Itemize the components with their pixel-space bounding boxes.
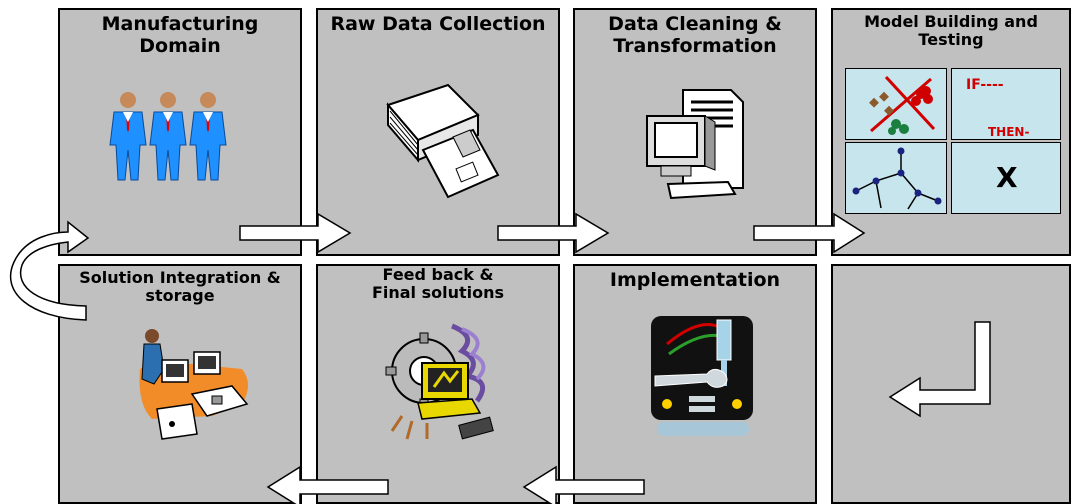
rule-pane: IF---- THEN- bbox=[951, 68, 1061, 140]
step-title: Manufacturing Domain bbox=[101, 13, 259, 57]
step-implementation: Implementation bbox=[573, 264, 817, 504]
arrow-return bbox=[888, 321, 991, 418]
people-icon bbox=[109, 91, 227, 181]
floppy-disk-icon bbox=[386, 83, 500, 199]
step-manufacturing-domain: Manufacturing Domain bbox=[58, 8, 302, 256]
computer-document-icon bbox=[646, 89, 744, 200]
step-data-cleaning: Data Cleaning & Transformation bbox=[573, 8, 817, 256]
arrow-right-1 bbox=[239, 212, 352, 254]
step-model-building: Model Building and Testing IF---- THEN- bbox=[831, 8, 1071, 256]
cluster-icon bbox=[869, 75, 936, 135]
then-text: THEN- bbox=[988, 125, 1030, 139]
step-empty bbox=[831, 264, 1071, 504]
arrow-right-3 bbox=[753, 212, 866, 254]
gear-computer-icon bbox=[385, 323, 494, 440]
if-text: IF---- bbox=[966, 77, 1004, 93]
step-solution-integration: Solution Integration & storage bbox=[58, 264, 302, 504]
arrow-loop bbox=[9, 220, 90, 321]
office-worker-icon bbox=[139, 329, 249, 440]
truck-tools-icon bbox=[651, 316, 753, 436]
step-title: Feed back & Final solutions bbox=[371, 265, 505, 303]
step-title: Data Cleaning & Transformation bbox=[608, 13, 782, 57]
arrow-left-1 bbox=[266, 465, 389, 504]
cluster-pane bbox=[845, 68, 947, 140]
step-title: Solution Integration & storage bbox=[79, 268, 281, 306]
x-pane: X bbox=[951, 142, 1061, 214]
step-title: Raw Data Collection bbox=[330, 13, 546, 35]
arrow-left-2 bbox=[522, 465, 645, 504]
step-feedback: Feed back & Final solutions bbox=[316, 264, 560, 504]
network-tree-icon bbox=[852, 147, 942, 210]
arrow-right-2 bbox=[497, 212, 610, 254]
step-title: Model Building and Testing bbox=[864, 12, 1038, 50]
step-title: Implementation bbox=[609, 269, 781, 291]
tree-pane bbox=[845, 142, 947, 214]
x-text: X bbox=[996, 161, 1018, 194]
step-raw-data-collection: Raw Data Collection bbox=[316, 8, 560, 256]
